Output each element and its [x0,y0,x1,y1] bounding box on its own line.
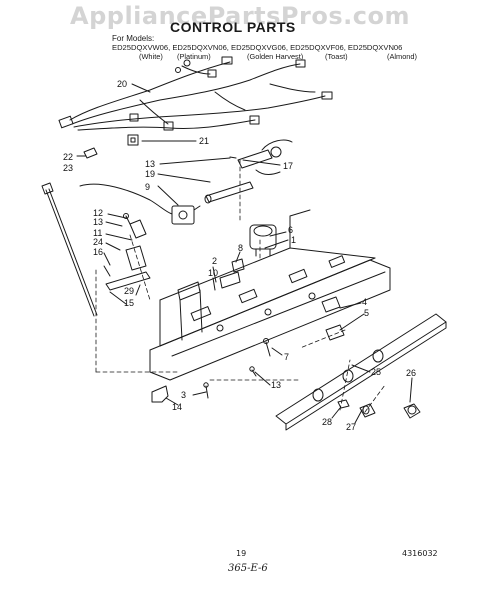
callout-14: 14 [172,402,182,412]
callout-1: 1 [291,235,296,245]
callout-7: 7 [284,352,289,362]
callout-12: 12 [93,208,103,218]
callout-21: 21 [199,136,209,146]
finish-golden-harvest: (Golden Harvest) [247,52,304,61]
callout-5: 5 [364,308,369,318]
callout-8: 8 [238,243,243,253]
callout-17: 17 [283,161,293,171]
callout-22: 22 [63,152,73,162]
finish-almond: (Almond) [387,52,417,61]
page-number: 19 [236,549,247,558]
callout-29: 29 [124,286,134,296]
callout-25: 25 [371,367,381,377]
callout-11: 11 [93,228,102,238]
callout-2: 2 [212,256,217,266]
callout-28: 28 [322,417,332,427]
callout-19: 19 [145,169,155,179]
callout-6: 6 [288,225,293,235]
callout-24: 24 [93,237,103,247]
callout-13-top: 13 [145,159,155,169]
callout-16: 16 [93,247,103,257]
handwritten-note: 365-E-6 [228,563,268,574]
site-watermark: AppliancePartsPros.com [70,2,410,30]
callout-20: 20 [117,79,127,89]
callout-27: 27 [346,422,356,432]
callout-26: 26 [406,368,416,378]
document-part-number: 4316032 [402,549,438,558]
model-numbers: ED25DQXVW06, ED25DQXVN06, ED25DQXVG06, E… [112,43,403,52]
callout-23: 23 [63,163,73,173]
finish-toast: (Toast) [325,52,348,61]
diagram-title: CONTROL PARTS [170,19,296,35]
finish-white: (White) [139,52,163,61]
finish-platinum: (Platinum) [177,52,211,61]
callout-4: 4 [362,297,367,307]
wiring-harness [58,56,333,131]
callout-15: 15 [124,298,134,308]
callout-labels: 20 21 22 23 13 17 19 9 8 6 1 12 13 11 24… [63,79,416,432]
callout-9: 9 [145,182,150,192]
callout-13-left: 13 [93,217,103,227]
callout-10: 10 [208,268,218,278]
callout-3: 3 [181,390,186,400]
models-label: For Models: [112,34,155,43]
callout-13-bottom: 13 [271,380,281,390]
